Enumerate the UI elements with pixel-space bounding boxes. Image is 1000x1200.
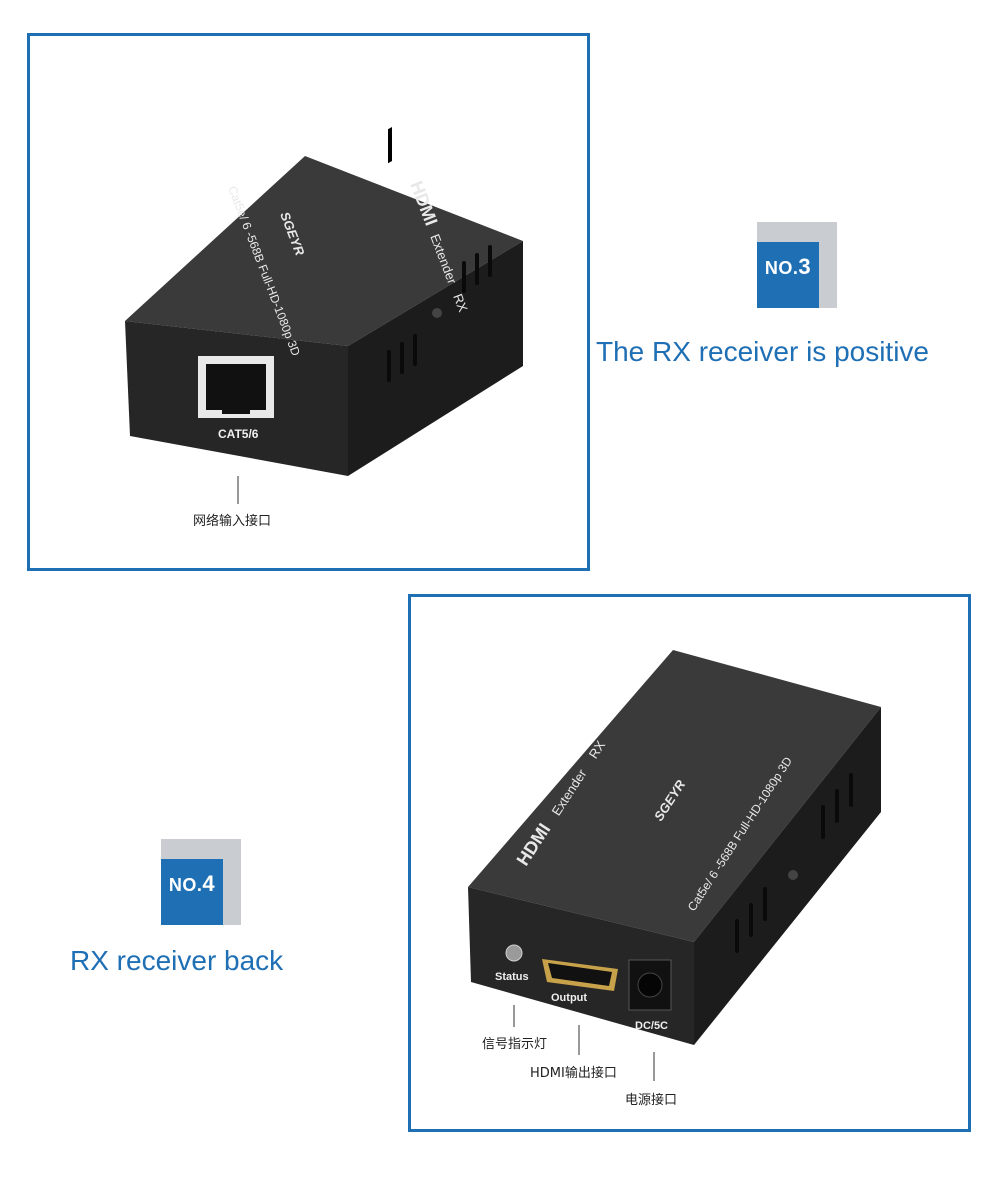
screw-icon <box>788 870 798 880</box>
badge-prefix: NO. <box>168 875 203 895</box>
rx-back-device-illustration: HDMI Extender RX SGEYR Cat5e/ 6 -568B Fu… <box>468 650 881 1081</box>
side-vents <box>388 126 392 164</box>
callout-signal-indicator: 信号指示灯 <box>482 1037 548 1052</box>
output-label: Output <box>551 992 587 1004</box>
power-jack-icon[interactable] <box>637 972 663 998</box>
product-frame-rx-back: HDMI Extender RX SGEYR Cat5e/ 6 -568B Fu… <box>408 594 971 1132</box>
status-led-icon <box>505 944 523 962</box>
power-label: DC/5C <box>635 1020 668 1032</box>
port-label-cat: CAT5/6 <box>218 427 259 441</box>
rx-front-device-illustration: HDMI Extender RX SGEYR Cat5e/ 6 -568B Fu… <box>125 126 523 504</box>
status-label: Status <box>495 971 529 983</box>
screw-icon <box>432 308 442 318</box>
callout-hdmi-output: HDMI输出接口 <box>530 1066 617 1081</box>
badge-number: 4 <box>202 871 216 896</box>
device-side-face <box>694 707 881 1045</box>
callout-network-input: 网络输入接口 <box>193 514 272 529</box>
caption-rx-back: RX receiver back <box>70 945 284 976</box>
caption-rx-front: The RX receiver is positive <box>596 336 930 367</box>
device-top-face <box>468 650 881 942</box>
product-frame-rx-front: HDMI Extender RX SGEYR Cat5e/ 6 -568B Fu… <box>27 33 590 571</box>
badge-number: 3 <box>798 254 812 279</box>
rj45-port-icon[interactable] <box>206 364 266 410</box>
device-side-face <box>348 241 523 476</box>
hdmi-output-port-icon[interactable] <box>548 963 612 986</box>
callout-power-input: 电源接口 <box>625 1093 678 1108</box>
badge-no-4: NO.4 <box>161 839 241 925</box>
badge-prefix: NO. <box>764 258 799 278</box>
side-vent-slots <box>387 245 492 382</box>
badge-no-3: NO.3 <box>757 222 837 308</box>
device-unit: RX <box>450 292 471 315</box>
device-top-face <box>125 156 523 346</box>
side-vent-slots <box>735 773 853 953</box>
